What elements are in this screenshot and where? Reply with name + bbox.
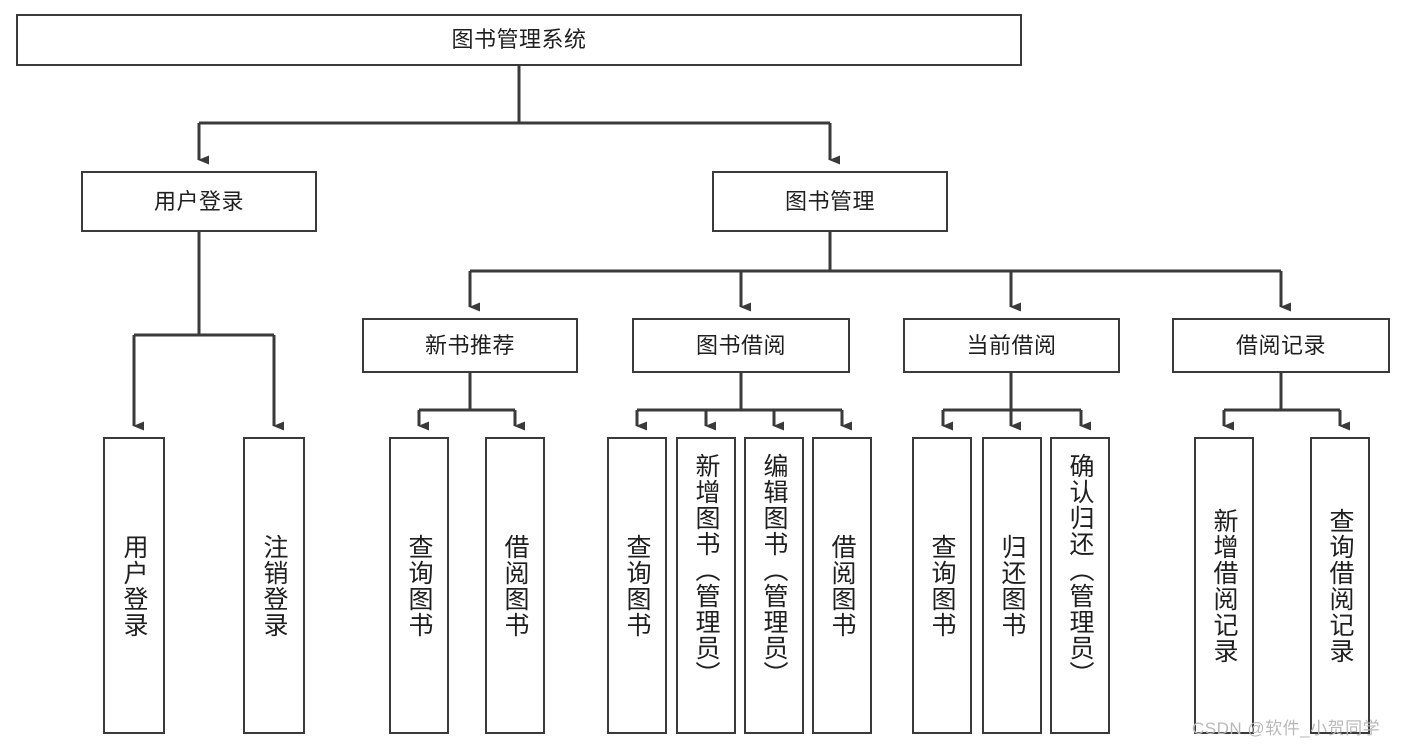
leaf-query-book-borrow[interactable]: 查询图书 (607, 437, 667, 734)
leaf-user-login[interactable]: 用户登录 (103, 437, 165, 734)
leaf-add-borrow-record[interactable]: 新增借阅记录 (1194, 437, 1254, 734)
leaf-confirm-return-admin[interactable]: 确认归还（管理员） (1050, 437, 1110, 734)
node-label: 新增借阅记录 (1210, 507, 1238, 664)
leaf-return-book[interactable]: 归还图书 (982, 437, 1042, 734)
node-label: 图书管理 (784, 188, 875, 214)
node-label: 查询图书 (928, 533, 956, 638)
node-label: 查询图书 (405, 533, 433, 638)
node-label: 确认归还（管理员） (1066, 453, 1094, 687)
node-label: 新增图书（管理员） (692, 453, 720, 687)
node-label: 图书管理系统 (451, 27, 587, 53)
node-label: 查询借阅记录 (1326, 507, 1354, 664)
node-label: 用户登录 (120, 533, 148, 638)
leaf-borrow-book-borrow[interactable]: 借阅图书 (812, 437, 872, 734)
node-label: 借阅图书 (501, 533, 529, 638)
leaf-query-book-current[interactable]: 查询图书 (912, 437, 972, 734)
leaf-query-book-recommend[interactable]: 查询图书 (389, 437, 449, 734)
node-label: 图书借阅 (695, 332, 786, 358)
node-label: 新书推荐 (424, 332, 515, 358)
node-current-borrow[interactable]: 当前借阅 (903, 318, 1120, 373)
node-book-borrow[interactable]: 图书借阅 (632, 318, 850, 373)
leaf-logout-login[interactable]: 注销登录 (243, 437, 305, 734)
node-root-book-management-system[interactable]: 图书管理系统 (16, 14, 1022, 66)
leaf-borrow-book-recommend[interactable]: 借阅图书 (485, 437, 545, 734)
node-label: 借阅图书 (828, 533, 856, 638)
csdn-watermark: CSDN @软件_小贺同学 (1192, 719, 1381, 738)
node-label: 编辑图书（管理员） (760, 453, 788, 687)
node-label: 归还图书 (998, 533, 1026, 638)
node-new-book-recommend[interactable]: 新书推荐 (362, 318, 578, 373)
node-label: 查询图书 (623, 533, 651, 638)
node-label: 注销登录 (260, 533, 288, 638)
node-book-management[interactable]: 图书管理 (712, 171, 948, 232)
node-borrow-record[interactable]: 借阅记录 (1172, 318, 1390, 373)
node-label: 当前借阅 (966, 332, 1057, 358)
leaf-add-book-admin[interactable]: 新增图书（管理员） (676, 437, 736, 734)
node-user-login[interactable]: 用户登录 (81, 171, 317, 232)
node-label: 用户登录 (153, 188, 244, 214)
node-label: 借阅记录 (1235, 332, 1326, 358)
leaf-query-borrow-record[interactable]: 查询借阅记录 (1310, 437, 1370, 734)
leaf-edit-book-admin[interactable]: 编辑图书（管理员） (744, 437, 804, 734)
